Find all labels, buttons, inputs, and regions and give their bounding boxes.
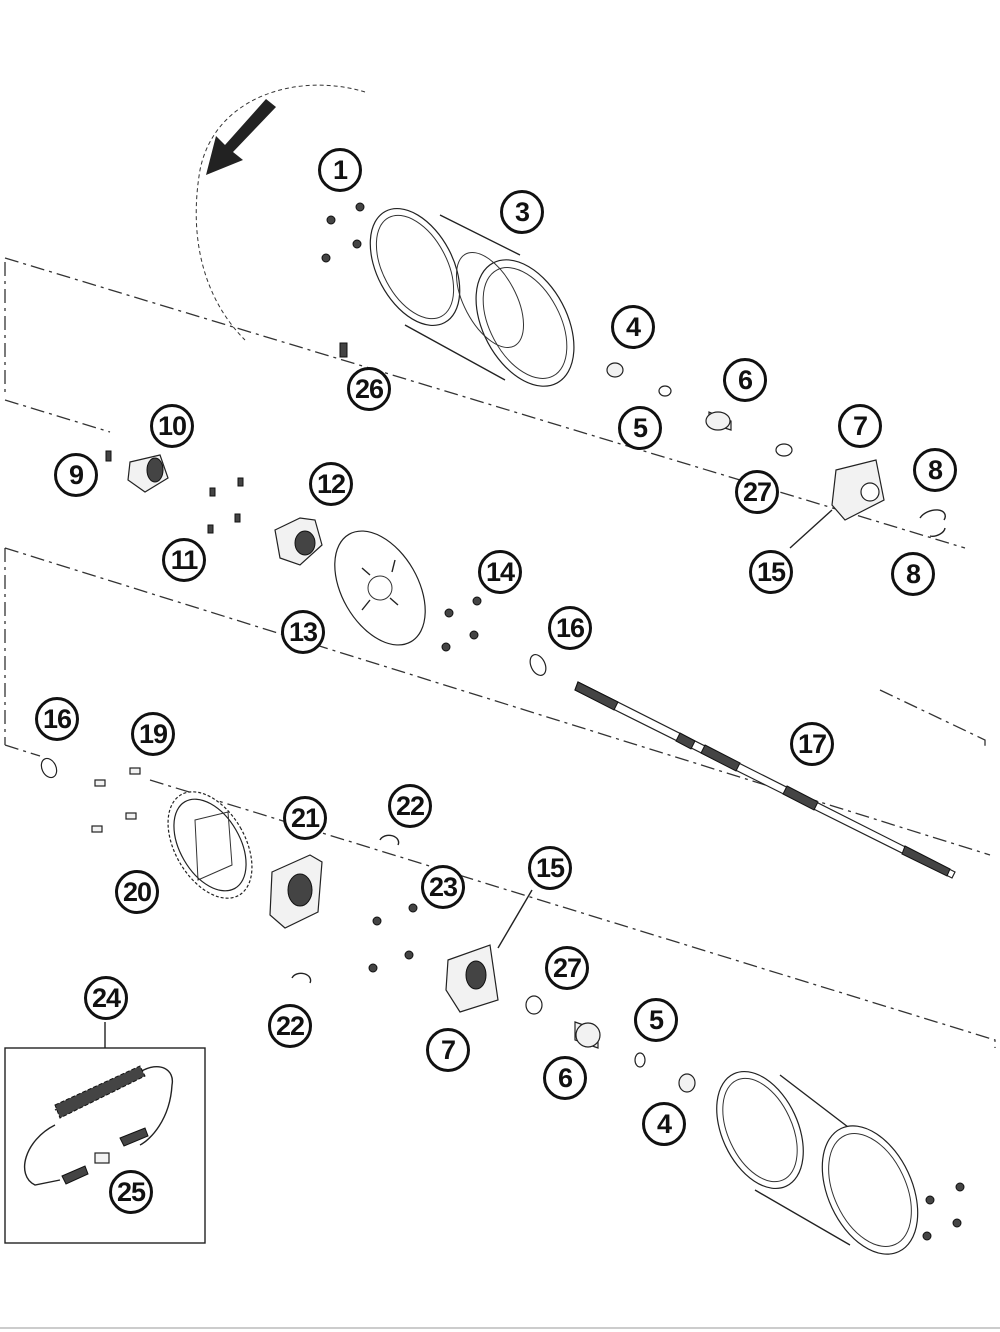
o-ring-lower [40, 757, 58, 779]
bearing-carrier-lower [445, 944, 499, 1013]
callout-1: 1 [318, 148, 362, 192]
callout-8: 8 [913, 448, 957, 492]
leader-15b [497, 889, 533, 949]
upper-spacers [606, 362, 793, 457]
leader-15a [789, 509, 833, 549]
callout-23: 23 [421, 865, 465, 909]
sprocket-bolts [91, 767, 141, 833]
rear-axle [574, 681, 956, 879]
callout-16: 16 [548, 606, 592, 650]
callout-5: 5 [634, 998, 678, 1042]
sprocket [167, 791, 253, 899]
callout-27: 27 [735, 470, 779, 514]
valve [339, 342, 348, 358]
callout-12: 12 [309, 462, 353, 506]
callout-21: 21 [283, 796, 327, 840]
callout-15: 15 [749, 550, 793, 594]
brake-disc-carrier [274, 517, 323, 566]
carrier-nuts [368, 903, 418, 973]
callout-9: 9 [54, 453, 98, 497]
callout-10: 10 [150, 404, 194, 448]
upper-boundary-line [4, 257, 966, 549]
drive-chain [24, 1065, 174, 1186]
callout-24: 24 [84, 976, 128, 1020]
brake-bolts [207, 477, 244, 534]
callout-6: 6 [543, 1056, 587, 1100]
lower-boundary-line [149, 779, 996, 1048]
callout-15: 15 [528, 846, 572, 890]
callout-11: 11 [162, 538, 206, 582]
rim-lower [716, 1070, 919, 1255]
callout-14: 14 [478, 550, 522, 594]
rotation-arrow [206, 99, 276, 175]
chain-box [4, 1047, 206, 1244]
tire-outline [195, 84, 366, 341]
brake-disc-nuts [441, 596, 482, 652]
upper-lower-line [4, 399, 986, 750]
clip-lower [291, 972, 312, 984]
callout-22: 22 [268, 1004, 312, 1048]
wheel-nuts-lower [922, 1182, 965, 1241]
callout-16: 16 [35, 697, 79, 741]
rim-upper [369, 207, 575, 387]
callout-7: 7 [426, 1028, 470, 1072]
callout-17: 17 [790, 722, 834, 766]
callout-4: 4 [642, 1102, 686, 1146]
middle-boundary-line [4, 547, 991, 856]
callout-13: 13 [281, 610, 325, 654]
callout-19: 19 [131, 712, 175, 756]
bearing-carrier-upper [831, 459, 946, 537]
o-ring-upper [529, 654, 547, 676]
callout-27: 27 [545, 946, 589, 990]
callout-26: 26 [347, 367, 391, 411]
brake-disc [334, 530, 426, 646]
caliper-holder [105, 450, 169, 493]
lower-spacers [525, 995, 696, 1093]
callout-20: 20 [115, 870, 159, 914]
callout-3: 3 [500, 190, 544, 234]
clip-upper [379, 834, 400, 846]
callout-6: 6 [723, 358, 767, 402]
callout-22: 22 [388, 784, 432, 828]
callout-8: 8 [891, 552, 935, 596]
callout-5: 5 [618, 406, 662, 450]
sprocket-carrier [269, 854, 323, 929]
callout-7: 7 [838, 404, 882, 448]
wheel-nuts-upper [321, 202, 365, 263]
callout-4: 4 [611, 305, 655, 349]
callout-25: 25 [109, 1170, 153, 1214]
